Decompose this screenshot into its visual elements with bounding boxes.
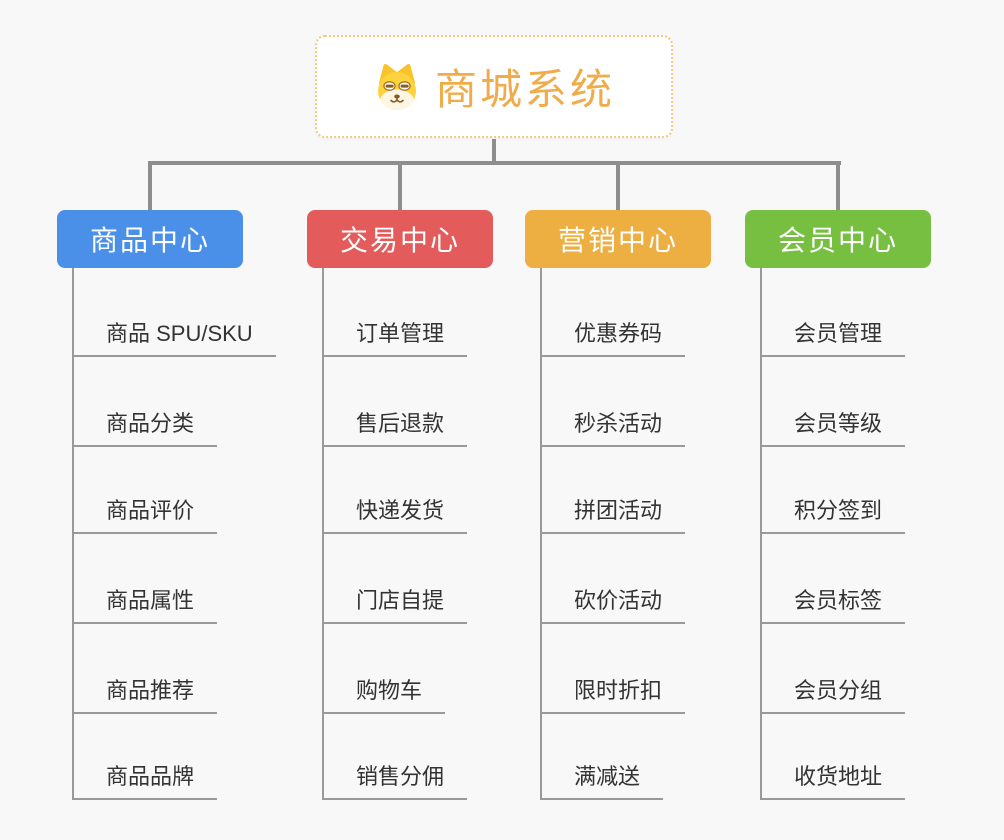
leaf-node[interactable]: 商品分类 [72, 407, 218, 447]
connector-drop-line [148, 161, 152, 212]
leaf-label: 商品品牌 [106, 764, 195, 789]
leaf-node[interactable]: 售后退款 [322, 407, 468, 447]
leaf-node[interactable]: 会员标签 [760, 584, 906, 624]
leaf-label: 商品属性 [106, 588, 195, 613]
leaf-label: 商品分类 [106, 411, 195, 436]
root-title: 商城系统 [434, 66, 615, 113]
leaf-node[interactable]: 商品评价 [72, 494, 218, 534]
branch-spine-line [760, 268, 762, 800]
branch-node[interactable]: 营销中心 [525, 210, 711, 268]
connector-drop-line [836, 161, 840, 212]
leaf-label: 售后退款 [356, 411, 445, 436]
leaf-label: 购物车 [356, 678, 423, 703]
branch-node[interactable]: 会员中心 [745, 210, 931, 268]
root-node[interactable]: 商城系统 [315, 35, 673, 138]
leaf-node[interactable]: 优惠券码 [540, 317, 686, 357]
leaf-node[interactable]: 会员分组 [760, 674, 906, 714]
leaf-node[interactable]: 拼团活动 [540, 494, 686, 534]
branch-spine-line [72, 268, 74, 800]
branch-spine-line [540, 268, 542, 800]
leaf-label: 拼团活动 [574, 498, 663, 523]
leaf-label: 砍价活动 [574, 588, 663, 613]
leaf-label: 门店自提 [356, 588, 445, 613]
leaf-node[interactable]: 商品品牌 [72, 760, 218, 800]
leaf-node[interactable]: 砍价活动 [540, 584, 686, 624]
leaf-node[interactable]: 收货地址 [760, 760, 906, 800]
branch-node[interactable]: 交易中心 [307, 210, 493, 268]
leaf-label: 会员标签 [794, 588, 883, 613]
leaf-label: 优惠券码 [574, 321, 663, 346]
branch-label: 商品中心 [89, 225, 210, 256]
leaf-node[interactable]: 门店自提 [322, 584, 468, 624]
leaf-node[interactable]: 商品 SPU/SKU [72, 317, 276, 357]
leaf-label: 会员分组 [794, 678, 883, 703]
leaf-label: 限时折扣 [574, 678, 663, 703]
leaf-label: 商品 SPU/SKU [106, 321, 253, 346]
leaf-label: 会员等级 [794, 411, 883, 436]
root-connector-line [492, 139, 496, 165]
leaf-label: 商品评价 [106, 498, 195, 523]
leaf-label: 商品推荐 [106, 678, 195, 703]
leaf-label: 积分签到 [794, 498, 883, 523]
leaf-node[interactable]: 商品属性 [72, 584, 218, 624]
leaf-label: 快递发货 [356, 498, 445, 523]
leaf-node[interactable]: 订单管理 [322, 317, 468, 357]
leaf-label: 满减送 [574, 764, 641, 789]
leaf-label: 订单管理 [356, 321, 445, 346]
leaf-node[interactable]: 快递发货 [322, 494, 468, 534]
dog-face-icon [373, 62, 421, 112]
leaf-node[interactable]: 满减送 [540, 760, 664, 800]
leaf-node[interactable]: 秒杀活动 [540, 407, 686, 447]
branch-node[interactable]: 商品中心 [57, 210, 243, 268]
branch-label: 会员中心 [777, 225, 898, 256]
branch-label: 交易中心 [339, 225, 460, 256]
leaf-label: 销售分佣 [356, 764, 445, 789]
connector-bus-line [148, 161, 841, 165]
branch-label: 营销中心 [557, 225, 678, 256]
connector-drop-line [398, 161, 402, 212]
leaf-label: 秒杀活动 [574, 411, 663, 436]
leaf-node[interactable]: 积分签到 [760, 494, 906, 534]
leaf-node[interactable]: 限时折扣 [540, 674, 686, 714]
leaf-node[interactable]: 会员管理 [760, 317, 906, 357]
leaf-node[interactable]: 商品推荐 [72, 674, 218, 714]
leaf-node[interactable]: 销售分佣 [322, 760, 468, 800]
leaf-label: 收货地址 [794, 764, 883, 789]
leaf-node[interactable]: 购物车 [322, 674, 446, 714]
leaf-node[interactable]: 会员等级 [760, 407, 906, 447]
leaf-label: 会员管理 [794, 321, 883, 346]
branch-spine-line [322, 268, 324, 800]
connector-drop-line [616, 161, 620, 212]
